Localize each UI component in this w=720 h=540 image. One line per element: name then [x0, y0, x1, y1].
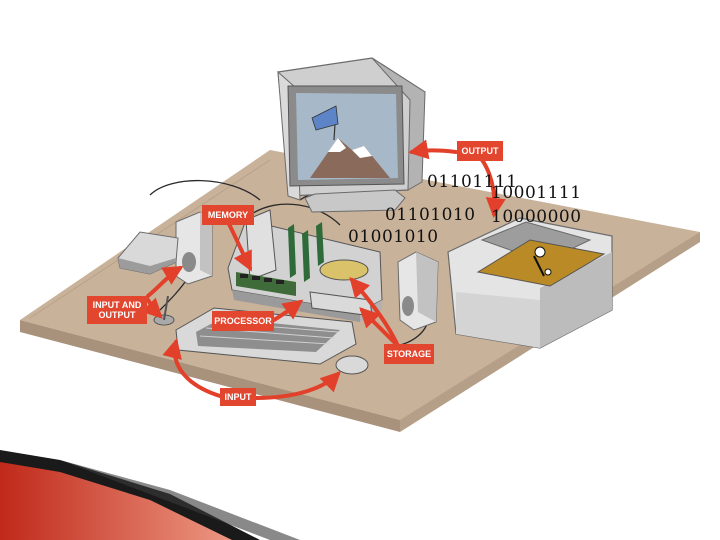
processor-arrow — [272, 299, 304, 322]
input-arrow-mouse — [254, 371, 341, 400]
mouse — [335, 355, 369, 375]
binary-4: 10000000 — [491, 207, 582, 227]
io-arrow-joystick — [141, 297, 163, 319]
monitor — [277, 57, 426, 213]
binary-2: 10001111 — [491, 183, 582, 203]
binary-5: 01001010 — [348, 227, 439, 247]
computer-case — [227, 209, 383, 322]
output-arrow — [408, 139, 458, 160]
io-arrow — [146, 265, 184, 298]
left-speaker — [175, 211, 213, 285]
arrows — [141, 139, 506, 400]
memory-arrow — [226, 220, 252, 272]
storage-label: STORAGE — [384, 344, 434, 364]
input-and-output-label: INPUT AND OUTPUT — [87, 296, 147, 324]
output-label: OUTPUT — [457, 141, 503, 161]
input-arrow-keyboard — [162, 338, 222, 398]
binary-3: 01101010 — [385, 205, 476, 225]
storage-arrow-bay — [359, 307, 400, 348]
memory-label: MEMORY — [202, 205, 254, 225]
decorative-swoosh — [0, 450, 300, 540]
right-speaker — [397, 251, 439, 331]
printer — [447, 217, 613, 349]
input-label: INPUT — [220, 388, 256, 406]
modem-device — [117, 231, 179, 275]
binary-1: 01101111 — [427, 172, 518, 192]
processor-label: PROCESSOR — [212, 311, 274, 331]
